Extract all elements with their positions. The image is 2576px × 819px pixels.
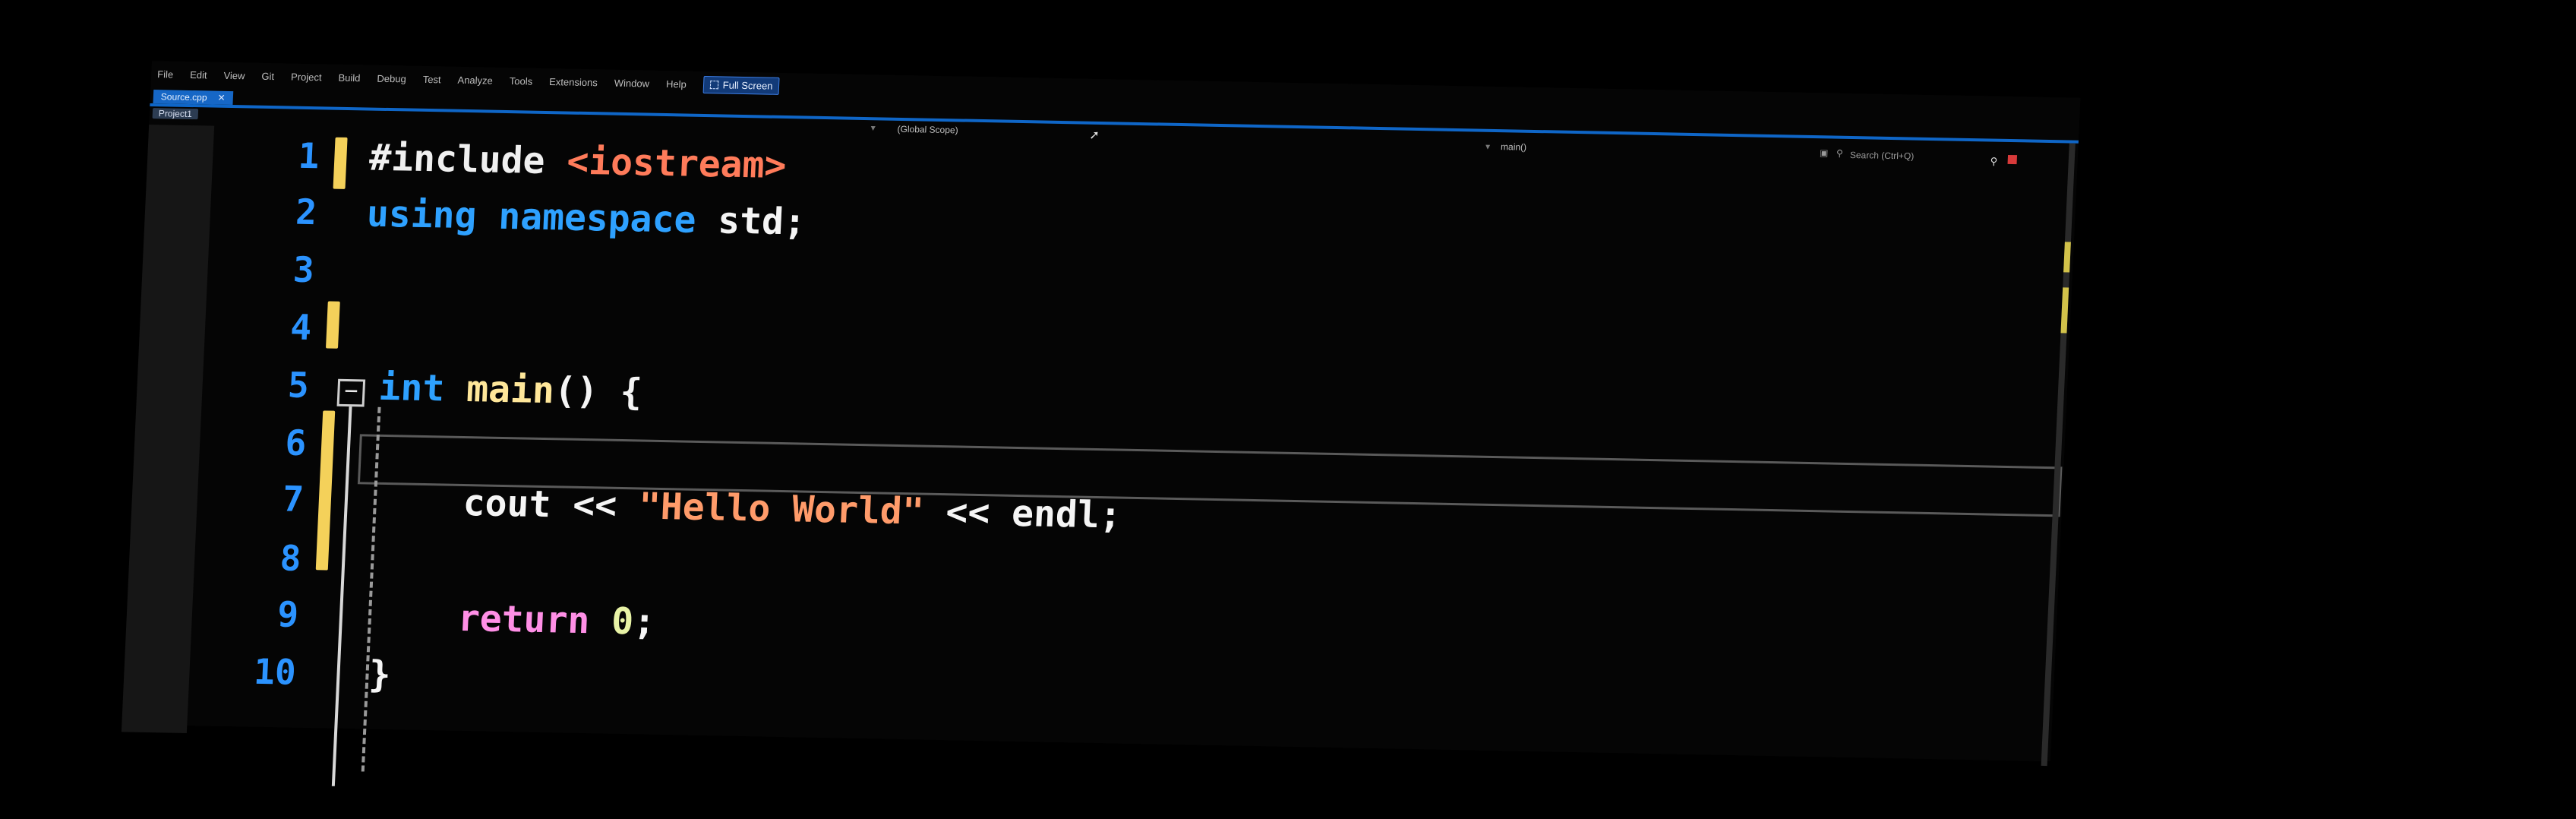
monitor-screen: File Edit View Git Project Build Debug T…: [121, 68, 2079, 786]
line-number: 5: [286, 364, 310, 406]
closing-brace: }: [368, 653, 392, 697]
full-screen-button[interactable]: Full Screen: [702, 75, 781, 95]
string-literal: "Hello World": [637, 485, 925, 533]
menu-edit[interactable]: Edit: [189, 68, 207, 81]
code-text: int main() {: [377, 366, 642, 414]
menu-view[interactable]: View: [223, 69, 245, 81]
preprocessor-directive: #include: [368, 136, 546, 182]
code-text: }: [368, 653, 391, 697]
project-selector[interactable]: Project1: [152, 108, 199, 120]
line-number: 9: [276, 593, 300, 635]
tab-source-cpp[interactable]: Source.cpp ✕: [153, 90, 234, 106]
identifier-std: std;: [695, 198, 807, 244]
line-number: 2: [295, 191, 318, 233]
menu-project[interactable]: Project: [290, 71, 322, 83]
line-number: 4: [289, 306, 313, 349]
line-number: 10: [253, 650, 297, 693]
line-number: 3: [292, 248, 315, 291]
line-number: 1: [297, 134, 320, 177]
menu-tools[interactable]: Tools: [509, 74, 533, 87]
line-number: 7: [282, 478, 305, 520]
keyword-int: int: [377, 365, 446, 410]
menu-help[interactable]: Help: [665, 77, 687, 90]
menu-file[interactable]: File: [156, 68, 174, 81]
keyword-return: return: [456, 596, 591, 643]
menu-test[interactable]: Test: [422, 73, 441, 85]
chevron-down-icon[interactable]: ▾: [870, 122, 876, 134]
menu-debug[interactable]: Debug: [377, 72, 407, 84]
number-literal: 0: [610, 599, 635, 644]
menu-analyze[interactable]: Analyze: [457, 74, 494, 87]
full-screen-icon: [709, 80, 719, 89]
code-text: #include <iostream>: [368, 137, 788, 188]
main-signature-rest: () {: [553, 369, 643, 414]
code-text: using namespace std;: [366, 192, 807, 243]
visual-studio-window: File Edit View Git Project Build Debug T…: [121, 61, 2081, 786]
keyword-using: using: [365, 192, 478, 238]
include-header: <iostream>: [566, 140, 788, 188]
mouse-cursor-icon: ➚: [1089, 128, 1100, 142]
code-editor[interactable]: − 1 #include <iostream> 2 using namespac…: [187, 126, 2076, 786]
endl-statement: << endl;: [923, 490, 1122, 537]
semicolon: ;: [632, 600, 657, 644]
full-screen-label: Full Screen: [722, 78, 773, 92]
scope-selector[interactable]: (Global Scope): [897, 123, 958, 136]
function-main: main: [466, 368, 556, 413]
menu-git[interactable]: Git: [261, 70, 275, 82]
line-number: 6: [284, 422, 308, 463]
cout-statement: cout <<: [462, 481, 640, 528]
menu-extensions[interactable]: Extensions: [548, 75, 598, 88]
line-number: 8: [279, 537, 302, 579]
tab-label: Source.cpp: [160, 91, 207, 103]
close-icon[interactable]: ✕: [217, 92, 226, 103]
menu-window[interactable]: Window: [614, 77, 650, 90]
menu-build[interactable]: Build: [338, 71, 361, 84]
code-text: return 0;: [457, 597, 657, 644]
keyword-namespace: namespace: [497, 194, 697, 242]
